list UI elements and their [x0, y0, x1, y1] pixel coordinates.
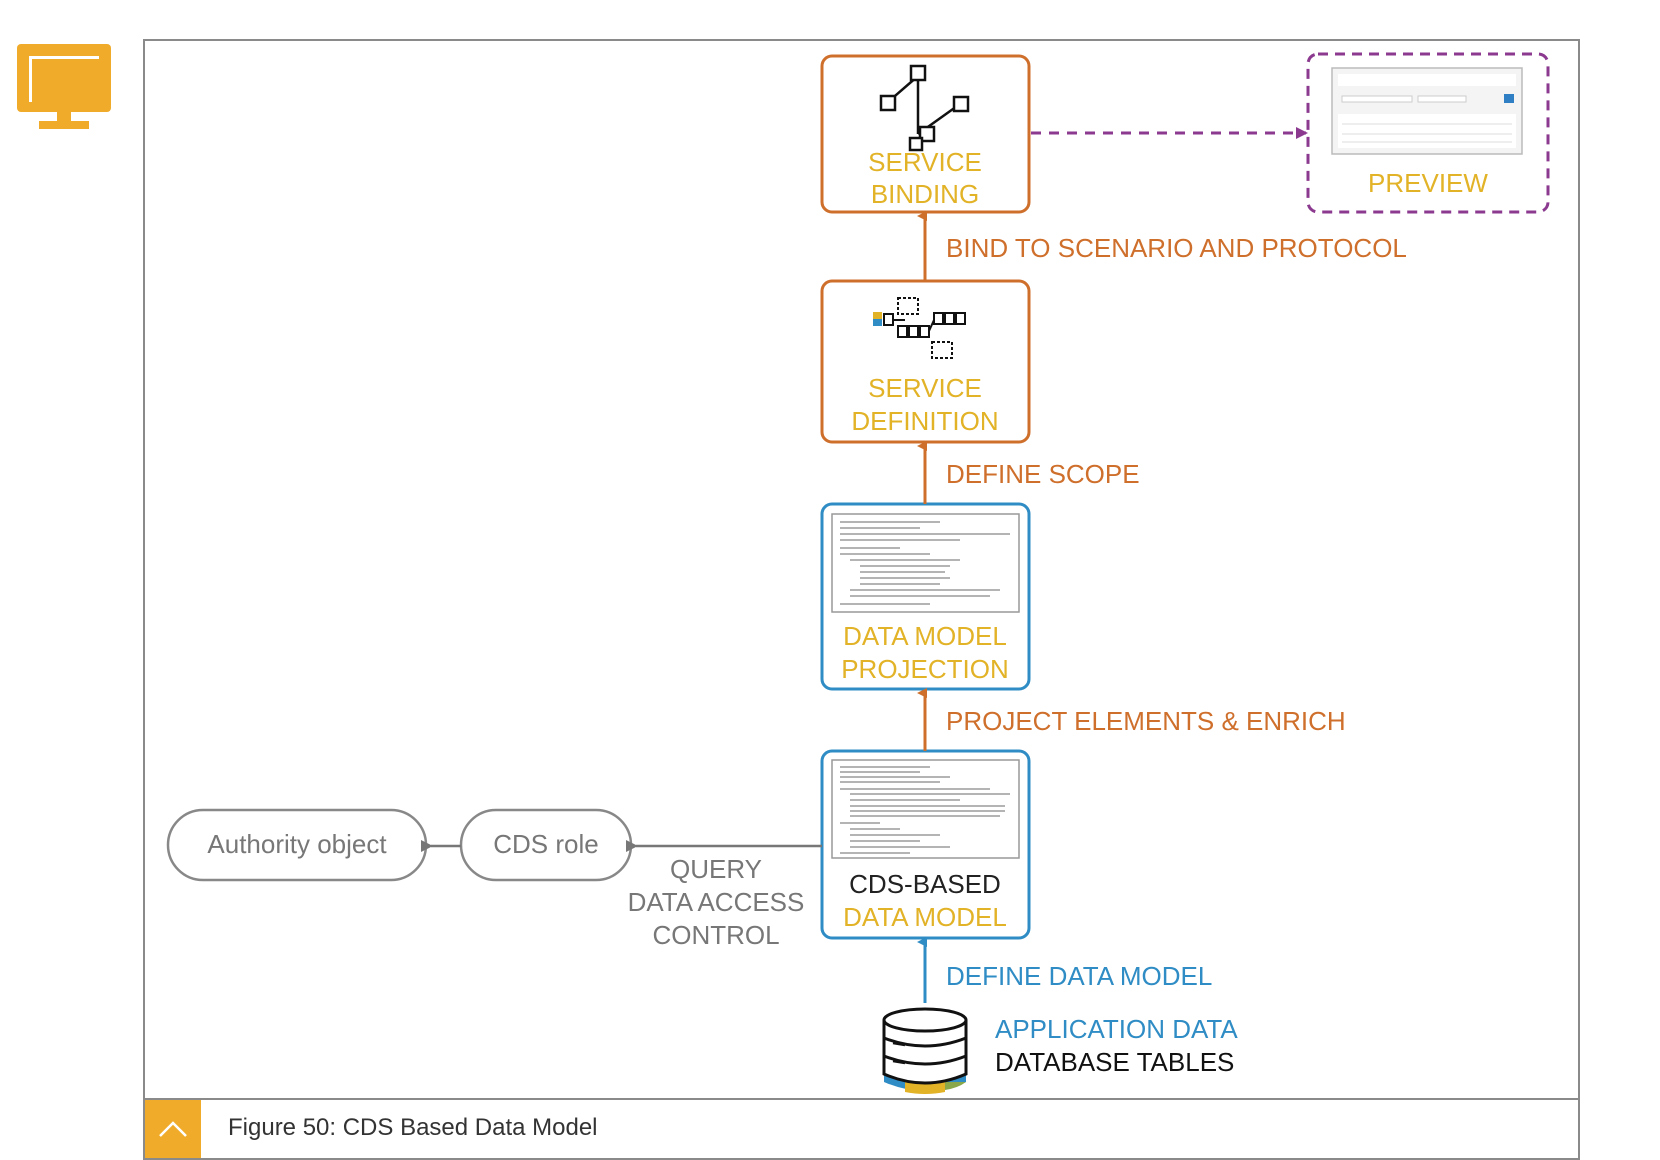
cds-label-1: CDS-BASED — [849, 869, 1001, 899]
application-data-label-1: APPLICATION DATA — [995, 1014, 1238, 1044]
cds-data-model-node: CDS-BASED DATA MODEL — [820, 749, 1031, 940]
define-data-model-label: DEFINE DATA MODEL — [946, 961, 1212, 991]
monitor-icon — [17, 44, 111, 129]
access-control-label-1: QUERY — [670, 854, 762, 884]
project-label: PROJECT ELEMENTS & ENRICH — [946, 706, 1346, 736]
define-scope-label: DEFINE SCOPE — [946, 459, 1140, 489]
service-definition-node: SERVICE DEFINITION — [820, 279, 1031, 444]
projection-label-1: DATA MODEL — [843, 621, 1007, 651]
preview-node: PREVIEW — [1306, 52, 1550, 214]
service-binding-label-2: BINDING — [871, 179, 979, 209]
figure-caption-bar: Figure 50: CDS Based Data Model — [143, 1100, 1580, 1160]
preview-label: PREVIEW — [1368, 168, 1488, 198]
service-binding-icon — [879, 64, 970, 152]
cds-role-label: CDS role — [493, 829, 598, 859]
projection-code-thumbnail — [831, 513, 1020, 613]
preview-thumbnail — [1331, 67, 1523, 155]
service-definition-icon — [873, 297, 966, 359]
service-definition-label-1: SERVICE — [868, 373, 982, 403]
service-binding-node: SERVICE BINDING — [820, 54, 1031, 214]
cds-role-node: CDS role — [459, 808, 633, 882]
application-data-label-2: DATABASE TABLES — [995, 1047, 1234, 1077]
data-model-projection-node: DATA MODEL PROJECTION — [820, 502, 1031, 691]
collapse-caption-button[interactable] — [145, 1100, 201, 1158]
access-control-label-3: CONTROL — [652, 920, 779, 950]
cds-diagram: SERVICE BINDING PREVIEW — [166, 52, 1550, 1094]
authority-object-node: Authority object — [166, 808, 428, 882]
bind-label: BIND TO SCENARIO AND PROTOCOL — [946, 233, 1407, 263]
chevron-up-icon — [159, 1121, 187, 1137]
projection-label-2: PROJECTION — [841, 654, 1009, 684]
cds-code-thumbnail — [831, 759, 1020, 859]
database-icon — [882, 1007, 968, 1094]
access-control-label-2: DATA ACCESS — [628, 887, 805, 917]
service-binding-label-1: SERVICE — [868, 147, 982, 177]
service-definition-label-2: DEFINITION — [851, 406, 998, 436]
cds-label-2: DATA MODEL — [843, 902, 1007, 932]
authority-object-label: Authority object — [207, 829, 387, 859]
figure-frame — [143, 39, 1580, 1100]
figure-caption: Figure 50: CDS Based Data Model — [228, 1114, 598, 1141]
